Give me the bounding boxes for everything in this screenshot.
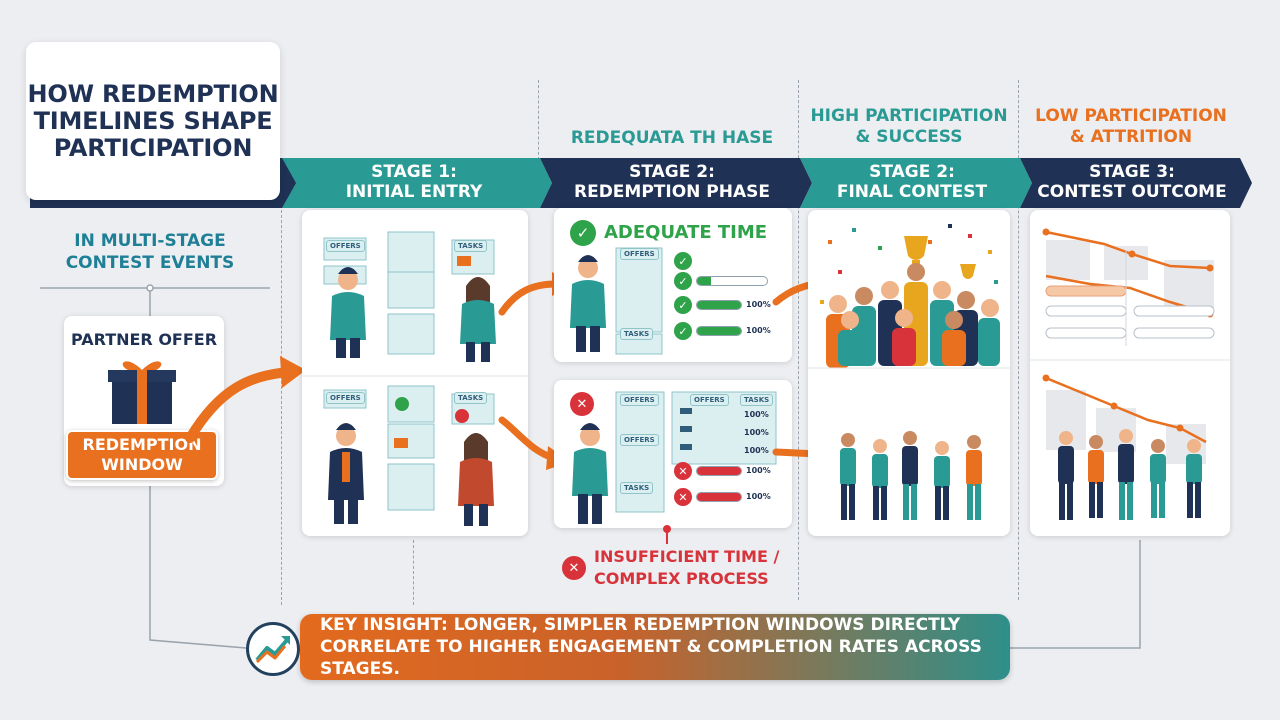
insufficient-table-tasks: TASKS [740, 394, 774, 406]
insufficient-table-offers: OFFERS [690, 394, 729, 406]
key-insight-banner: KEY INSIGHT: LONGER, SIMPLER REDEMPTION … [300, 614, 1010, 680]
final-contest-illustration [808, 224, 1010, 520]
stage1-offers-tag-2: OFFERS [326, 392, 365, 404]
partner-offer-label: PARTNER OFFER [70, 330, 218, 349]
adequate-bar-1 [696, 276, 768, 286]
insufficient-x-2: ✕ [674, 488, 692, 506]
insufficient-tasks-tag: TASKS [620, 482, 654, 494]
stage1-tasks-tag-2: TASKS [454, 392, 488, 404]
insufficient-x-1: ✕ [674, 462, 692, 480]
adequate-pct-1: 100% [746, 300, 771, 309]
band-outcome: STAGE 3:CONTEST OUTCOME [1037, 162, 1227, 202]
insufficient-bar-1 [696, 466, 742, 476]
adequate-bar-2 [696, 300, 742, 310]
outcome-illustration [1030, 228, 1230, 520]
divider-1 [281, 205, 282, 605]
insufficient-offers-tag-2: OFFERS [620, 434, 659, 446]
title-card: HOW REDEMPTION TIMELINES SHAPE PARTICIPA… [26, 42, 280, 200]
adequate-check-icon: ✓ [570, 220, 596, 246]
insufficient-bar-2 [696, 492, 742, 502]
adequate-check-2: ✓ [674, 272, 692, 290]
insufficient-table-pct-1: 100% [744, 410, 769, 419]
insufficient-offers-tag: OFFERS [620, 394, 659, 406]
band-final: STAGE 2:FINAL CONTEST [836, 162, 988, 202]
confetti [820, 224, 998, 304]
insufficient-pct-1: 100% [746, 466, 771, 475]
adequate-check-3: ✓ [674, 296, 692, 314]
adequate-pct-2: 100% [746, 326, 771, 335]
insufficient-label: INSUFFICIENT TIME / COMPLEX PROCESS [594, 547, 780, 588]
stage1-tasks-tag: TASKS [454, 240, 488, 252]
stage1-illustration [302, 231, 528, 526]
insufficient-table-pct-2: 100% [744, 428, 769, 437]
gift-icon [108, 361, 176, 424]
adequate-check-1: ✓ [674, 252, 692, 270]
adequate-bar-3 [696, 326, 742, 336]
subtitle: IN MULTI-STAGE CONTEST EVENTS [65, 231, 235, 273]
page-title: HOW REDEMPTION TIMELINES SHAPE PARTICIPA… [27, 79, 279, 162]
insufficient-pct-2: 100% [746, 492, 771, 501]
header-stage2: REDEQUATA TH HASE [570, 128, 774, 148]
adequate-offers-tag: OFFERS [620, 248, 659, 260]
adequate-tasks-tag: TASKS [620, 328, 654, 340]
insufficient-bottom-x-icon: ✕ [562, 556, 586, 580]
divider-4 [798, 80, 799, 600]
stage1-offers-tag: OFFERS [326, 240, 365, 252]
divider-5 [1018, 80, 1019, 600]
band-stage2: STAGE 2:REDEMPTION PHASE [573, 162, 771, 202]
insufficient-pin-icon [663, 525, 671, 544]
divider-3 [538, 80, 539, 160]
band-stage1: STAGE 1:INITIAL ENTRY [345, 162, 483, 202]
adequate-check-4: ✓ [674, 322, 692, 340]
key-insight-text: KEY INSIGHT: LONGER, SIMPLER REDEMPTION … [320, 615, 982, 679]
adequate-label: ADEQUATE TIME [604, 222, 768, 243]
insufficient-table-pct-3: 100% [744, 446, 769, 455]
header-low: LOW PARTICIPATION & ATTRITION [1035, 106, 1227, 147]
header-high: HIGH PARTICIPATION & SUCCESS [810, 106, 1008, 147]
arrow-to-stage1 [185, 356, 306, 443]
insufficient-x-icon: ✕ [570, 392, 594, 416]
trend-up-icon [246, 622, 300, 676]
divider-2 [413, 540, 414, 605]
